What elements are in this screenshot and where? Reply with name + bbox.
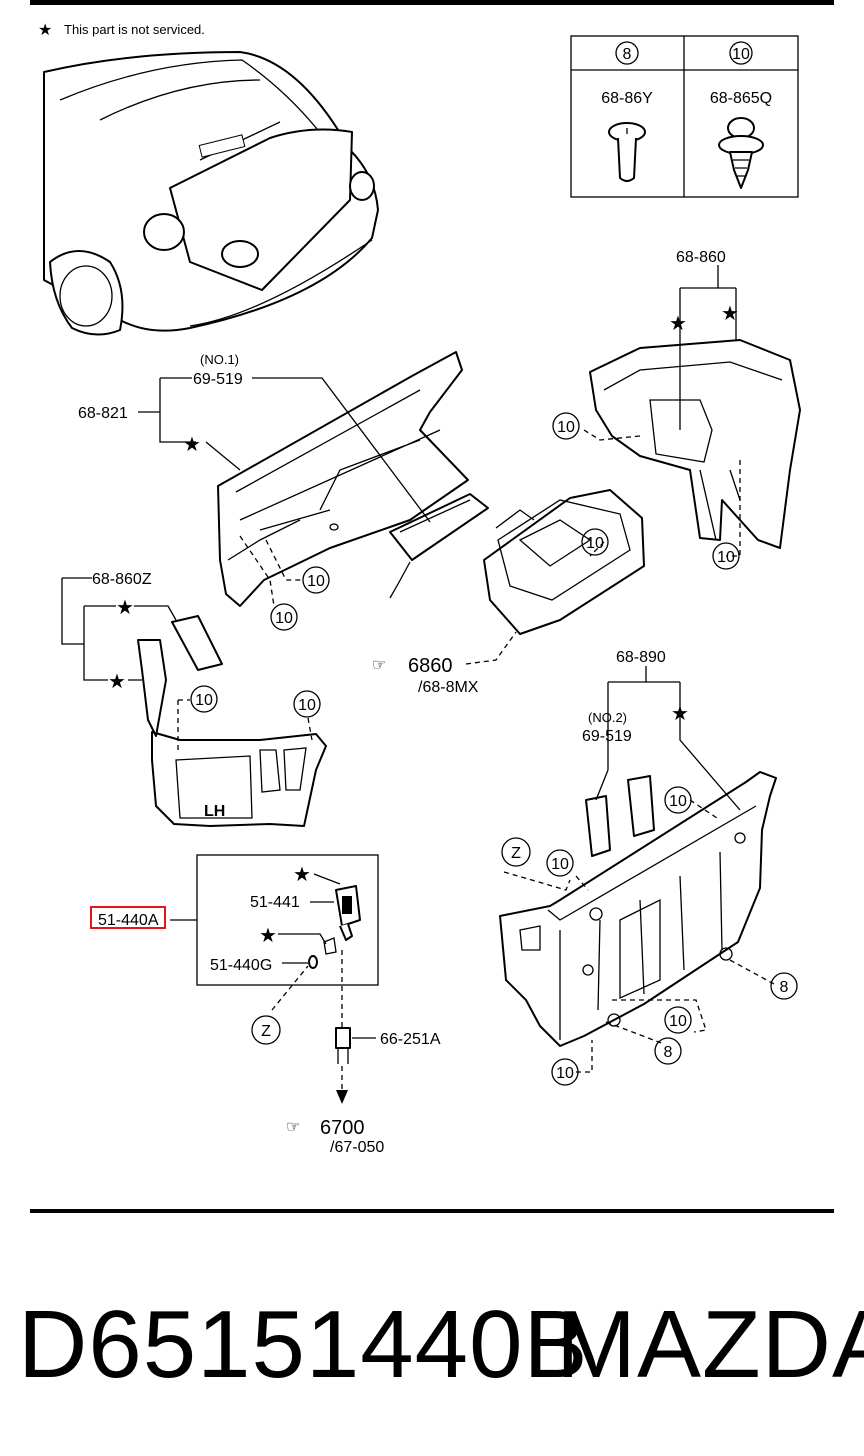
svg-text:8: 8 <box>780 979 789 996</box>
trunk-side-trim-panel <box>217 351 469 607</box>
fastener-ref-8: 8 <box>623 46 632 63</box>
label-51-440a-group: 51-440A <box>90 906 166 929</box>
svg-text:Z: Z <box>261 1023 271 1040</box>
callout-10: 10 <box>190 685 218 713</box>
fastener-table: 8 68-86Y 10 68-865Q <box>570 35 799 198</box>
fastener-part-10: 68-865Q <box>710 90 772 107</box>
svg-text:10: 10 <box>298 697 316 714</box>
ref-6700: ☞ 6700 /67-050 <box>286 1117 384 1156</box>
svg-text:10: 10 <box>556 1065 574 1082</box>
arrow-down-icon <box>336 1090 348 1104</box>
trunk-lamp-assembly <box>335 885 361 941</box>
trunk-side-trim-lh: LH <box>137 615 327 827</box>
callout-10: 10 <box>581 528 609 556</box>
label-68-860z: 68-860Z <box>92 571 152 588</box>
label-68-821: 68-821 <box>78 405 128 422</box>
svg-text:10: 10 <box>275 610 293 627</box>
christmas-tree-clip-icon <box>718 117 764 189</box>
pointing-hand-icon: ☞ <box>286 1119 300 1136</box>
label-67-050: /67-050 <box>330 1139 384 1156</box>
label-66-251a: 66-251A <box>380 1031 441 1048</box>
label-no1: (NO.1) <box>200 352 239 367</box>
push-pin-clip-icon <box>608 122 646 182</box>
svg-text:10: 10 <box>669 1013 687 1030</box>
label-68-8mx: /68-8MX <box>418 679 479 696</box>
bottom-rule <box>30 1209 834 1213</box>
trunk-lamp-bulb <box>308 955 318 969</box>
star-icon: ★ <box>293 864 311 886</box>
legend-text: This part is not serviced. <box>64 22 205 37</box>
star-icon: ★ <box>183 434 201 456</box>
label-68-860: 68-860 <box>676 249 726 266</box>
callout-10: 10 <box>712 542 740 570</box>
label-51-440a: 51-440A <box>98 912 159 929</box>
star-icon: ★ <box>259 925 277 947</box>
callout-10: 10 <box>293 690 321 718</box>
footer-part-number: D65151440B <box>18 1291 589 1398</box>
callout-10: 10 <box>552 412 580 440</box>
pointing-hand-icon: ☞ <box>372 657 386 674</box>
lh-marker: LH <box>204 803 225 820</box>
fastener-part-8: 68-86Y <box>601 90 653 107</box>
callout-8: 8 <box>770 972 798 1000</box>
svg-text:10: 10 <box>586 535 604 552</box>
label-68-890: 68-890 <box>616 649 666 666</box>
label-51-440g: 51-440G <box>210 957 272 974</box>
callout-10: 10 <box>302 566 330 594</box>
part-labels: 68-860 (NO.1) 69-519 68-821 68-860Z ☞ 68… <box>78 249 726 1156</box>
fastener-ref-10: 10 <box>732 46 750 63</box>
leader-lines <box>61 265 741 1039</box>
fastener-callouts: 10 10 10 10 10 10 10 10 Z 10 8 10 8 10 Z <box>190 412 798 1086</box>
highlight-box <box>90 906 166 929</box>
trunk-lamp-harness-connector <box>335 950 351 1104</box>
star-icon: ★ <box>108 671 126 693</box>
callout-10: 10 <box>546 849 574 877</box>
callout-10: 10 <box>664 1006 692 1034</box>
svg-text:10: 10 <box>669 793 687 810</box>
svg-text:10: 10 <box>557 419 575 436</box>
footer: D65151440B MAZDA <box>0 1290 864 1420</box>
legend-note: ★ This part is not serviced. <box>38 22 205 39</box>
callout-z: Z <box>251 1015 281 1045</box>
svg-text:10: 10 <box>551 856 569 873</box>
car-rear-overview <box>43 51 379 336</box>
label-51-441: 51-441 <box>250 894 300 911</box>
label-6700: 6700 <box>320 1117 365 1139</box>
footer-brand: MAZDA <box>556 1291 864 1398</box>
callout-z: Z <box>501 837 531 867</box>
svg-text:10: 10 <box>195 692 213 709</box>
trunk-board-no1 <box>389 493 489 599</box>
top-rule <box>30 0 834 5</box>
svg-text:8: 8 <box>664 1044 673 1061</box>
label-69-519-no1: 69-519 <box>193 371 243 388</box>
trunk-side-trim-rh <box>589 339 801 549</box>
ref-6860: ☞ 6860 /68-8MX <box>372 655 479 696</box>
callout-10: 10 <box>664 786 692 814</box>
callout-8: 8 <box>654 1037 682 1065</box>
star-icon: ★ <box>671 703 689 725</box>
svg-text:10: 10 <box>307 573 325 590</box>
label-69-519-no2: 69-519 <box>582 728 632 745</box>
callout-10: 10 <box>270 603 298 631</box>
star-icon: ★ <box>669 313 687 335</box>
callout-10: 10 <box>551 1058 579 1086</box>
fastener-col-8: 8 68-86Y <box>601 41 653 182</box>
svg-text:Z: Z <box>511 845 521 862</box>
star-icon: ★ <box>721 303 739 325</box>
trunk-board-no2 <box>585 775 655 857</box>
fastener-col-10: 10 68-865Q <box>710 41 772 189</box>
star-icon: ★ <box>116 597 134 619</box>
svg-text:10: 10 <box>717 549 735 566</box>
legend-star-icon: ★ <box>38 22 52 39</box>
trunk-end-trim <box>499 771 777 1047</box>
not-serviced-stars: ★ ★ ★ ★ ★ ★ ★ ★ <box>108 303 739 947</box>
trunk-storage-tub <box>483 489 645 635</box>
fastener-leaders <box>177 429 775 1073</box>
label-no2: (NO.2) <box>588 710 627 725</box>
label-6860: 6860 <box>408 655 453 677</box>
